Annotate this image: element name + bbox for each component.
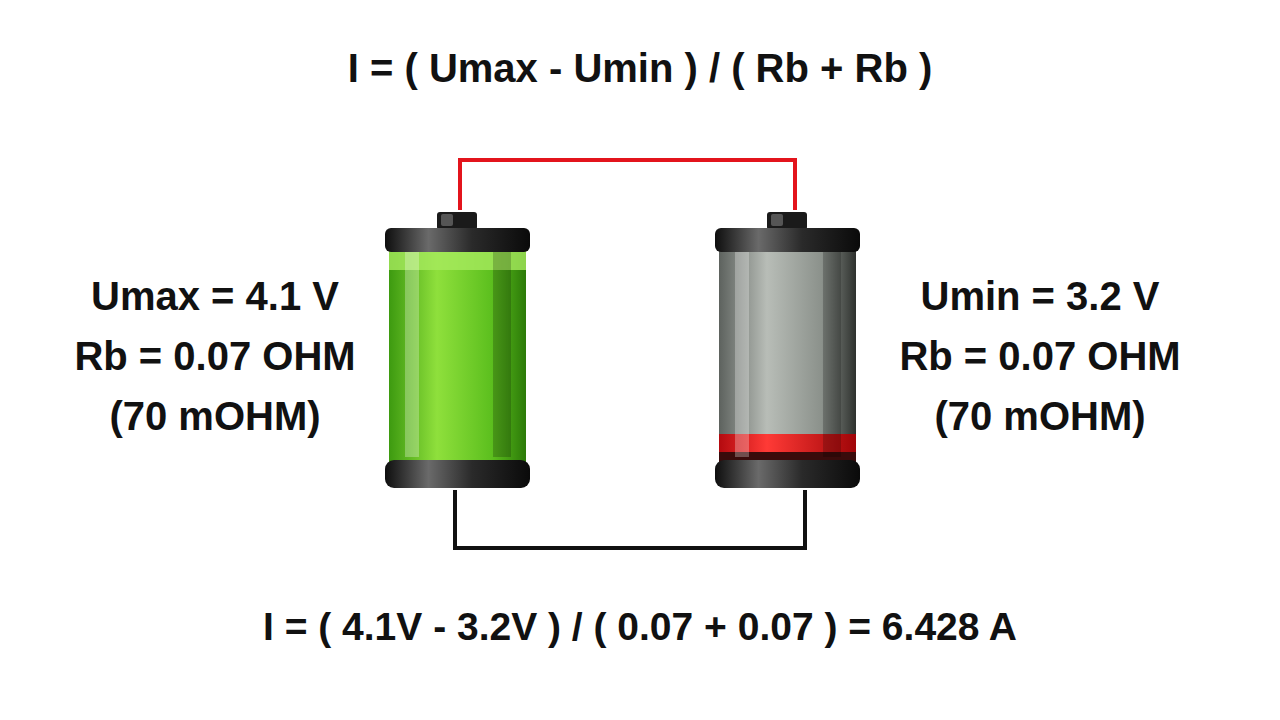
- battery: Umax = 4.1 VRb = 0.07 OHM(70 mOHM): [385, 210, 530, 490]
- battery-spec: Rb = 0.07 OHM: [885, 326, 1195, 386]
- battery-spec: Rb = 0.07 OHM: [60, 326, 370, 386]
- battery-spec: Umax = 4.1 V: [60, 266, 370, 326]
- battery-shape: [385, 210, 530, 490]
- formula-result: I = ( 4.1V - 3.2V ) / ( 0.07 + 0.07 ) = …: [0, 605, 1280, 649]
- battery: Umin = 3.2 VRb = 0.07 OHM(70 mOHM): [715, 210, 860, 490]
- battery-label: Umin = 3.2 VRb = 0.07 OHM(70 mOHM): [885, 266, 1195, 446]
- wire: [460, 160, 795, 210]
- battery-spec: (70 mOHM): [885, 386, 1195, 446]
- battery-shape: [715, 210, 860, 490]
- battery-spec: Umin = 3.2 V: [885, 266, 1195, 326]
- battery-spec: (70 mOHM): [60, 386, 370, 446]
- battery-label: Umax = 4.1 VRb = 0.07 OHM(70 mOHM): [60, 266, 370, 446]
- wire: [455, 490, 805, 548]
- formula-title: I = ( Umax - Umin ) / ( Rb + Rb ): [0, 46, 1280, 91]
